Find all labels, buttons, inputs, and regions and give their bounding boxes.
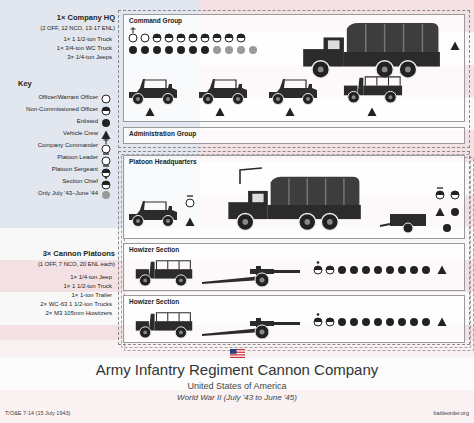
group-title: Command Group xyxy=(129,17,182,24)
vehicle-list: 1× 1-ton Trailer xyxy=(4,292,112,299)
group-box: Command Group xyxy=(123,14,465,122)
howitzer-section-illustration xyxy=(136,261,447,287)
group-title: Howizer Section xyxy=(129,246,179,253)
legend-text: Company Commander xyxy=(4,142,98,149)
source-note: T/O&E 7-14 (15 July 1943) xyxy=(5,410,205,416)
legend-text: Non-Commissioned Officer xyxy=(4,106,98,113)
flag-icon xyxy=(230,349,245,358)
vehicle-list: 1× 1 1/2-ton Truck xyxy=(4,36,112,43)
company-hq-panel: 1× Company HQ(2 OFF, 12 NCO, 13-17 ENL)C… xyxy=(118,10,470,148)
vehicle-list: 1× 1 1/2-ton Truck xyxy=(4,283,112,290)
group-box: Howizer Section xyxy=(123,243,465,291)
group-heading: 1× Company HQ xyxy=(3,14,115,23)
platoon-hq-illustration xyxy=(129,168,459,233)
group-box: Platoon Headquarters xyxy=(123,155,465,239)
howitzer-section-illustration xyxy=(136,313,447,339)
group-box: Howizer Section xyxy=(123,295,465,343)
legend-text: Vehicle Crew xyxy=(4,130,98,137)
command-personnel xyxy=(129,27,460,116)
country-subtitle: United States of America xyxy=(0,381,474,391)
vehicle-list: 2× M3 105mm Howitzers xyxy=(4,310,112,317)
group-title: Howizer Section xyxy=(129,298,179,305)
cannon-platoons-panel: 3× Cannon Platoons(1 OFF, 7 NCO, 20 ENL … xyxy=(118,151,470,345)
vehicle-list: 3× 1/4-ton Jeeps xyxy=(4,54,112,61)
group-title: Platoon Headquarters xyxy=(129,158,197,165)
command-vehicles xyxy=(129,23,440,105)
platoon-stack-outlines xyxy=(122,155,474,351)
vehicle-list: 1× 3/4-ton WC Truck xyxy=(4,45,112,52)
period-subtitle: World War II (July '43 to June '45) xyxy=(0,393,474,402)
diagram-title: Army Infantry Regiment Cannon Company xyxy=(0,361,474,378)
key-heading: Key xyxy=(18,80,32,89)
legend-text: Officer/Warrant Officer xyxy=(4,94,98,101)
legend-text: Platoon Sergeant xyxy=(4,166,98,173)
vehicle-list: 2× WC-63 1 1/2-ton Trucks xyxy=(4,301,112,308)
group-box: Administration Group xyxy=(123,127,465,144)
legend-text: Only July '43–June '44 xyxy=(4,190,98,197)
group-heading: 3× Cannon Platoons xyxy=(3,250,115,259)
key-symbols xyxy=(102,95,111,199)
strength-note: (1 OFF, 7 NCO, 20 ENL each) xyxy=(3,261,115,268)
legend-text: Section Chief xyxy=(4,178,98,185)
website-credit: battleorder.org xyxy=(269,410,469,416)
group-title: Administration Group xyxy=(129,130,196,137)
legend-text: Platoon Leader xyxy=(4,154,98,161)
legend-text: Enlisted xyxy=(4,118,98,125)
vehicle-list: 1× 1/4-ton Jeep xyxy=(4,274,112,281)
strength-note: (2 OFF, 12 NCO, 13-17 ENL) xyxy=(3,25,115,32)
